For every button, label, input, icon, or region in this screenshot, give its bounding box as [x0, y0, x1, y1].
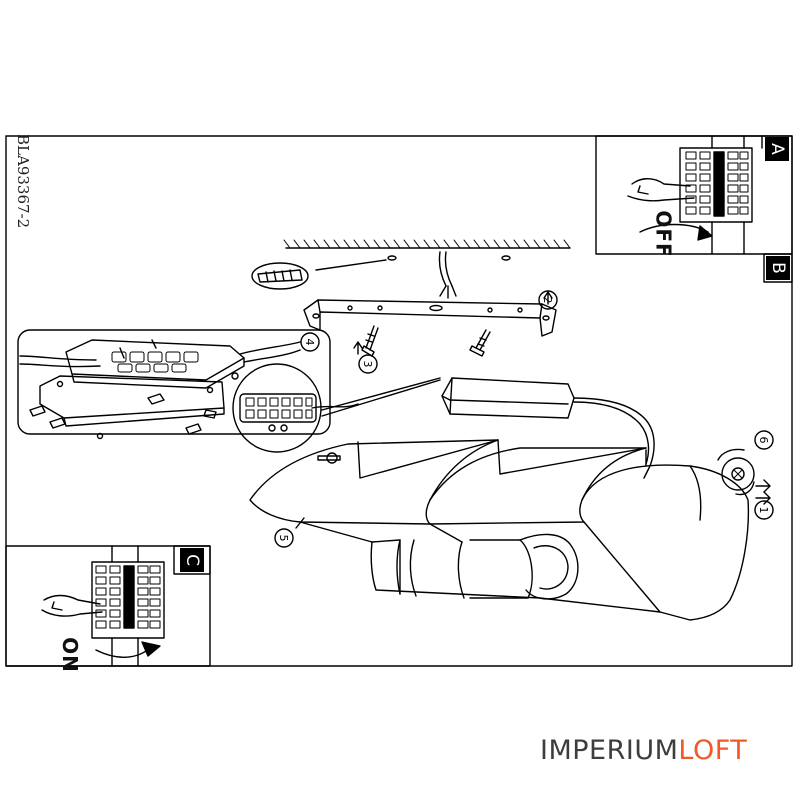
step-6-label: 6: [757, 437, 770, 444]
panel-c-switch-on: [5, 545, 211, 667]
shade-screw: [317, 452, 341, 464]
step-circles: [274, 290, 774, 548]
mains-cable: [438, 251, 457, 299]
panel-a-state-label: OFF: [651, 210, 676, 258]
terminal-block-magnifier: [231, 363, 441, 453]
panel-b-letter: B: [766, 256, 790, 280]
step-3-label: 3: [361, 361, 374, 368]
panel-c-letter: C: [180, 548, 204, 572]
mounting-screws: [353, 291, 771, 505]
model-code: BLA93367-2: [14, 134, 32, 229]
watermark-logo: IMPERIUMLOFT: [540, 735, 748, 766]
mounting-bracket: [303, 299, 557, 337]
driver-box: [441, 377, 655, 479]
set-screw: [717, 448, 755, 496]
page-frame: [5, 135, 793, 667]
ceiling: [283, 239, 571, 261]
panel-b-tab: [763, 253, 793, 283]
panel-a-switch-off: [595, 135, 793, 255]
wall-plug-detail: [251, 259, 387, 290]
wall-lamp-body: [249, 439, 750, 621]
wiring-detail-box: [17, 329, 331, 440]
panel-c-state-label: ON: [57, 637, 82, 673]
step-1-label: 1: [757, 507, 770, 514]
step-4-label: 4: [303, 339, 316, 346]
step-2-label: 2: [541, 297, 554, 304]
panel-a-letter: A: [765, 137, 789, 161]
step-5-label: 5: [277, 535, 290, 542]
